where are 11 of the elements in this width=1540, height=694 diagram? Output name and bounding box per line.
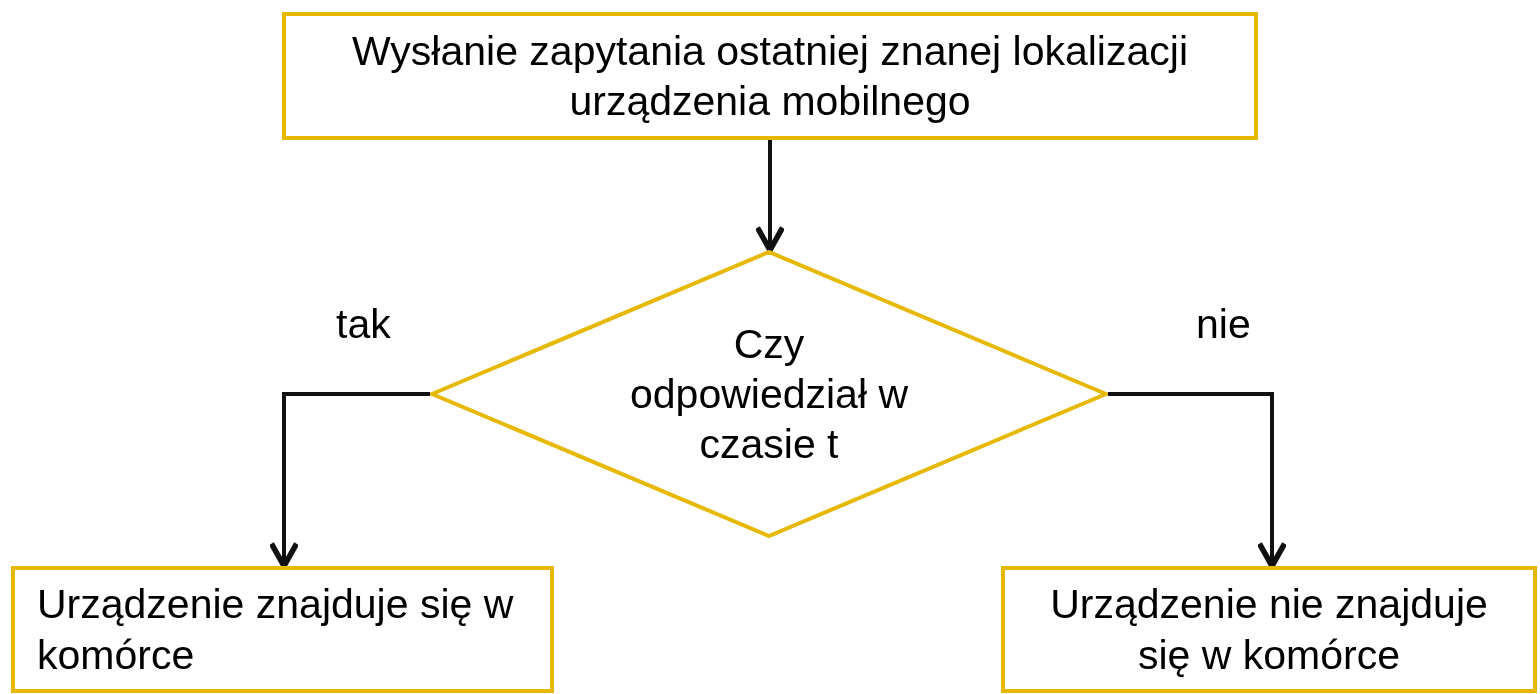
decision-diamond [430, 250, 1108, 538]
process-box [11, 566, 554, 693]
process-box [282, 12, 1258, 140]
arrow [268, 392, 430, 569]
box-text: Urządzenie znajduje się w komórce [37, 580, 515, 680]
arrow [754, 140, 786, 253]
arrow [1108, 392, 1288, 569]
process-box [1001, 566, 1537, 693]
box-text: Wysłanie zapytania ostatniej znanej lokalizacji urządzenia mobilnego [351, 27, 1189, 126]
box-text: Urządzenie nie znajduje się w komórce [1049, 580, 1489, 680]
decision-text: Czy odpowiedział w czasie t [629, 319, 909, 469]
